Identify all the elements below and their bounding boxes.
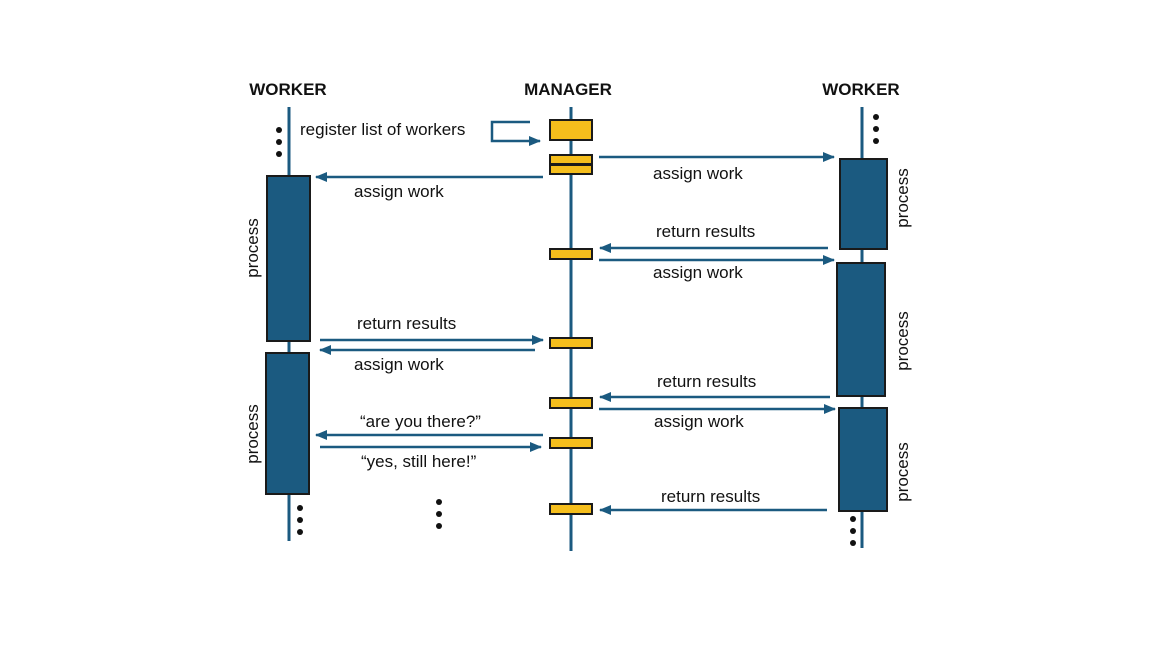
still-here-label: “yes, still here!”	[361, 452, 477, 471]
process-label: process	[893, 311, 912, 371]
manager-activation	[549, 248, 593, 260]
process-label: process	[893, 442, 912, 502]
return-results-label: return results	[656, 222, 755, 241]
right-worker-process-box	[838, 407, 888, 512]
return-results-label: return results	[357, 314, 456, 333]
right-worker-header: WORKER	[822, 80, 899, 99]
manager-activation	[549, 154, 593, 165]
manager-header: MANAGER	[524, 80, 612, 99]
left-worker-bottom-ellipsis	[297, 505, 303, 535]
left-worker-process-box	[265, 352, 310, 495]
assign-work-label: assign work	[653, 263, 743, 282]
manager-activation	[549, 397, 593, 409]
right-worker-bottom-ellipsis	[850, 516, 856, 546]
manager-activation	[549, 503, 593, 515]
right-worker-top-ellipsis	[873, 114, 879, 144]
return-results-label: return results	[661, 487, 760, 506]
manager-activation	[549, 437, 593, 449]
right-worker-process-box	[839, 158, 888, 250]
return-results-label: return results	[657, 372, 756, 391]
manager-activation-register	[549, 119, 593, 141]
assign-work-label: assign work	[654, 412, 744, 431]
assign-work-label: assign work	[354, 182, 444, 201]
left-worker-top-ellipsis	[276, 127, 282, 157]
process-label: process	[893, 168, 912, 228]
manager-activation	[549, 337, 593, 349]
process-label: process	[243, 404, 262, 464]
right-worker-process-box	[836, 262, 886, 397]
register-label: register list of workers	[300, 120, 465, 139]
left-worker-header: WORKER	[249, 80, 326, 99]
are-you-there-label: “are you there?”	[360, 412, 481, 431]
process-label: process	[243, 218, 262, 278]
manager-activation	[549, 164, 593, 175]
middle-ellipsis	[436, 499, 442, 529]
left-worker-process-box	[266, 175, 311, 342]
assign-work-label: assign work	[653, 164, 743, 183]
assign-work-label: assign work	[354, 355, 444, 374]
register-self-arrow	[490, 120, 541, 146]
